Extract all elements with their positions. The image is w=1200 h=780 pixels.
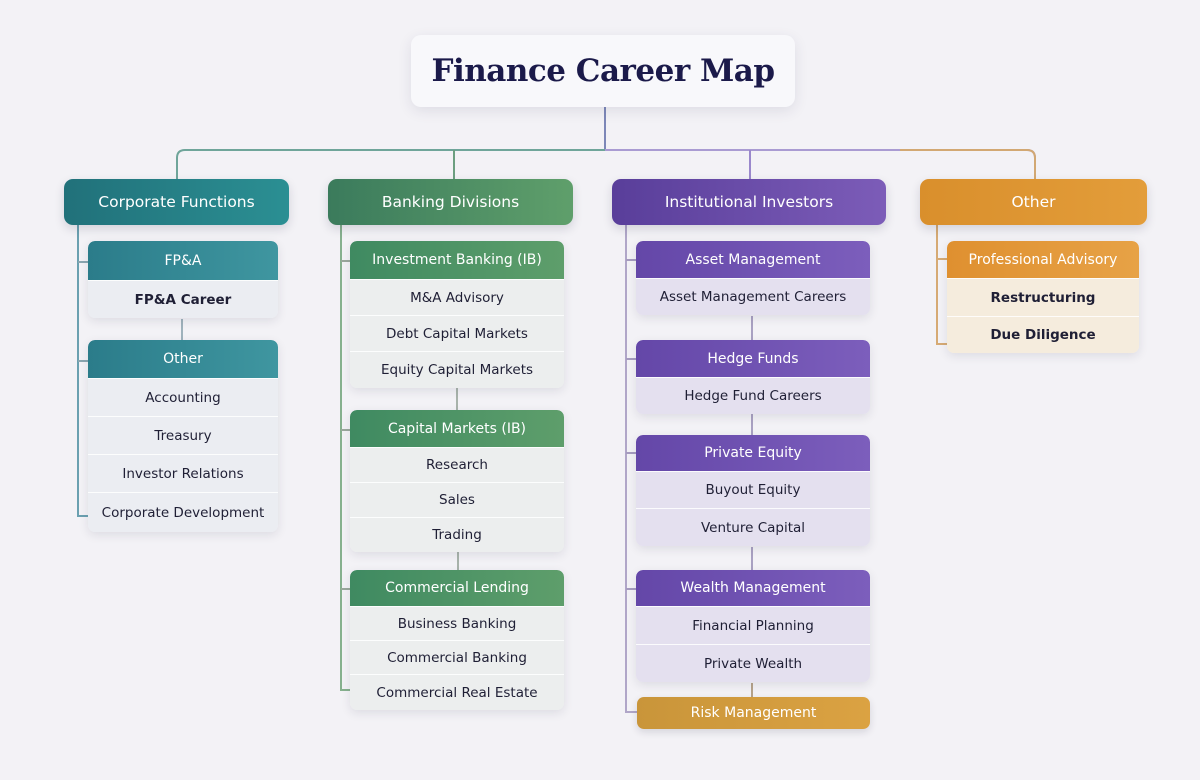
category-institutional-investors[interactable]: Institutional Investors <box>612 179 886 225</box>
career-item[interactable]: Sales <box>350 482 564 517</box>
group-header: Investment Banking (IB) <box>350 241 564 279</box>
risk-management-label: Risk Management <box>690 705 817 721</box>
title-box: Finance Career Map <box>411 35 795 107</box>
category-other[interactable]: Other <box>920 179 1147 225</box>
group-commercial-lending[interactable]: Commercial Lending Business Banking Comm… <box>350 570 564 710</box>
career-item[interactable]: FP&A Career <box>88 280 278 318</box>
group-header: Asset Management <box>636 241 870 278</box>
career-item[interactable]: Treasury <box>88 416 278 454</box>
risk-management-button[interactable]: Risk Management <box>637 697 870 729</box>
group-professional-advisory[interactable]: Professional Advisory Restructuring Due … <box>947 241 1139 353</box>
career-item[interactable]: Asset Management Careers <box>636 278 870 315</box>
career-item[interactable]: Restructuring <box>947 278 1139 316</box>
category-corporate-functions[interactable]: Corporate Functions <box>64 179 289 225</box>
career-item[interactable]: M&A Advisory <box>350 279 564 315</box>
career-item[interactable]: Venture Capital <box>636 508 870 546</box>
career-item[interactable]: Business Banking <box>350 606 564 640</box>
group-corporate-other[interactable]: Other Accounting Treasury Investor Relat… <box>88 340 278 532</box>
category-banking-divisions[interactable]: Banking Divisions <box>328 179 573 225</box>
career-item[interactable]: Research <box>350 447 564 482</box>
career-item[interactable]: Corporate Development <box>88 492 278 532</box>
career-item[interactable]: Debt Capital Markets <box>350 315 564 351</box>
group-header: Commercial Lending <box>350 570 564 606</box>
career-item[interactable]: Commercial Banking <box>350 640 564 674</box>
group-wealth-management[interactable]: Wealth Management Financial Planning Pri… <box>636 570 870 682</box>
career-item[interactable]: Investor Relations <box>88 454 278 492</box>
group-hedge-funds[interactable]: Hedge Funds Hedge Fund Careers <box>636 340 870 414</box>
group-header: FP&A <box>88 241 278 280</box>
category-label: Banking Divisions <box>381 193 520 211</box>
career-item[interactable]: Private Wealth <box>636 644 870 682</box>
category-label: Corporate Functions <box>98 193 255 211</box>
career-item[interactable]: Due Diligence <box>947 316 1139 353</box>
group-header: Other <box>88 340 278 378</box>
group-private-equity[interactable]: Private Equity Buyout Equity Venture Cap… <box>636 435 870 546</box>
career-item[interactable]: Commercial Real Estate <box>350 674 564 710</box>
group-header: Professional Advisory <box>947 241 1139 278</box>
category-label: Institutional Investors <box>664 193 834 211</box>
category-label: Other <box>1011 193 1056 211</box>
career-item[interactable]: Financial Planning <box>636 606 870 644</box>
career-item[interactable]: Hedge Fund Careers <box>636 377 870 414</box>
group-investment-banking[interactable]: Investment Banking (IB) M&A Advisory Deb… <box>350 241 564 388</box>
group-header: Hedge Funds <box>636 340 870 377</box>
career-item[interactable]: Trading <box>350 517 564 552</box>
group-fpa[interactable]: FP&A FP&A Career <box>88 241 278 318</box>
page-title: Finance Career Map <box>431 53 775 89</box>
group-header: Wealth Management <box>636 570 870 606</box>
group-capital-markets[interactable]: Capital Markets (IB) Research Sales Trad… <box>350 410 564 552</box>
career-item[interactable]: Equity Capital Markets <box>350 351 564 388</box>
career-item[interactable]: Accounting <box>88 378 278 416</box>
career-item[interactable]: Buyout Equity <box>636 471 870 508</box>
group-header: Private Equity <box>636 435 870 471</box>
group-asset-management[interactable]: Asset Management Asset Management Career… <box>636 241 870 315</box>
group-header: Capital Markets (IB) <box>350 410 564 447</box>
